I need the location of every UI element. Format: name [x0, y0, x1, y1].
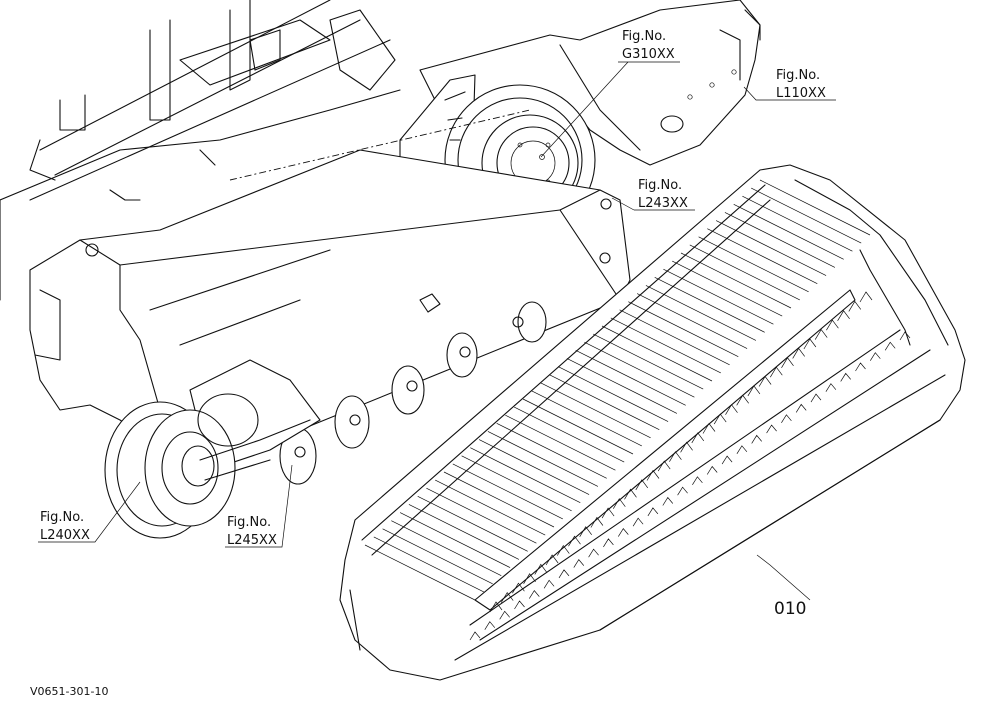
callout-g310-line1: Fig.No.	[622, 29, 666, 44]
leader-lines	[38, 61, 836, 601]
rubber-track	[339, 164, 966, 681]
callout-l245-line2: L245XX	[227, 533, 277, 548]
callout-l110-line2: L110XX	[776, 86, 826, 101]
callout-g310-line2: G310XX	[622, 47, 675, 62]
callout-l240-line1: Fig.No.	[40, 510, 84, 525]
callout-l240-line2: L240XX	[40, 528, 90, 543]
part-number-label: 010	[774, 599, 806, 619]
callout-l243-line2: L243XX	[638, 196, 688, 211]
machine-frame	[0, 0, 401, 301]
callout-l110-line1: Fig.No.	[776, 68, 820, 83]
front-idler	[104, 359, 321, 539]
bottom-rollers	[279, 301, 547, 485]
callout-l243-line1: Fig.No.	[638, 178, 682, 193]
drawing-reference: V0651-301-10	[30, 685, 108, 698]
callout-l245-line1: Fig.No.	[227, 515, 271, 530]
